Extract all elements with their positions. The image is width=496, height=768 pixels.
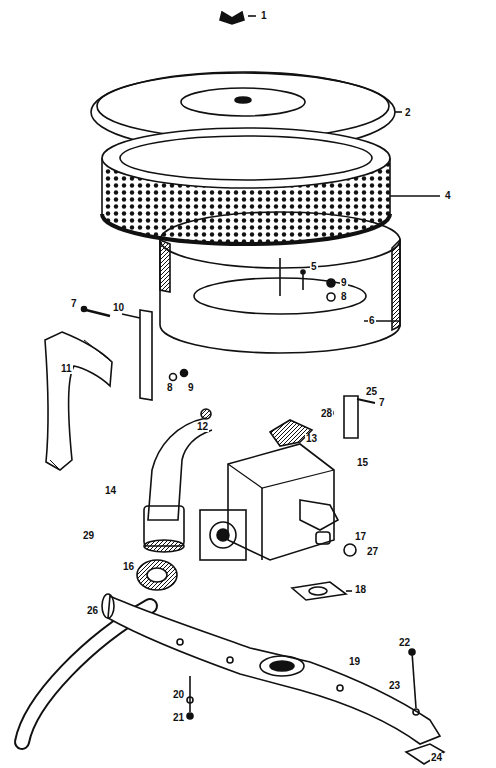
intake-manifold [102, 594, 440, 744]
callout-number: 6 [368, 316, 376, 326]
gasket [137, 560, 177, 590]
callout-number: 21 [172, 713, 185, 723]
grommet [201, 409, 211, 419]
callout-number: 9 [187, 383, 195, 393]
callout-number: 4 [444, 191, 452, 201]
cap [344, 544, 356, 556]
callout-number: 12 [196, 422, 209, 432]
bracket [122, 310, 152, 400]
callout-number: 22 [398, 638, 411, 648]
callout-number: 27 [366, 547, 379, 557]
callout-number: 8 [340, 292, 348, 302]
wing-nut [220, 12, 256, 24]
carburetor [200, 420, 338, 560]
callout-number: 25 [365, 387, 378, 397]
callout-number: 29 [82, 531, 95, 541]
callout-number: 1 [260, 11, 268, 21]
filter-element [102, 128, 440, 244]
callout-number: 16 [122, 562, 135, 572]
callout-number: 28 [320, 409, 333, 419]
callout-number: 9 [340, 278, 348, 288]
callout-number: 15 [356, 458, 369, 468]
callout-number: 19 [348, 657, 361, 667]
callout-number: 5 [310, 262, 318, 272]
callout-number: 10 [112, 303, 125, 313]
callout-number: 18 [354, 585, 367, 595]
gasket [292, 582, 352, 600]
callout-number: 7 [378, 398, 386, 408]
callout-number: 23 [388, 681, 401, 691]
breather-tube [144, 418, 212, 552]
callout-number: 11 [60, 364, 73, 374]
callout-number: 13 [305, 434, 318, 444]
callout-number: 20 [172, 690, 185, 700]
air-cleaner-base [160, 212, 400, 353]
bracket [344, 396, 358, 438]
callout-number: 17 [354, 532, 367, 542]
callout-number: 8 [166, 383, 174, 393]
callout-number: 7 [70, 299, 78, 309]
screws-nuts [82, 270, 376, 403]
fitting [316, 532, 330, 544]
callout-number: 26 [86, 606, 99, 616]
cover-plate [406, 744, 444, 764]
callout-number: 14 [104, 486, 117, 496]
callout-number: 24 [430, 753, 443, 763]
elbow [45, 332, 112, 470]
callout-number: 2 [404, 108, 412, 118]
